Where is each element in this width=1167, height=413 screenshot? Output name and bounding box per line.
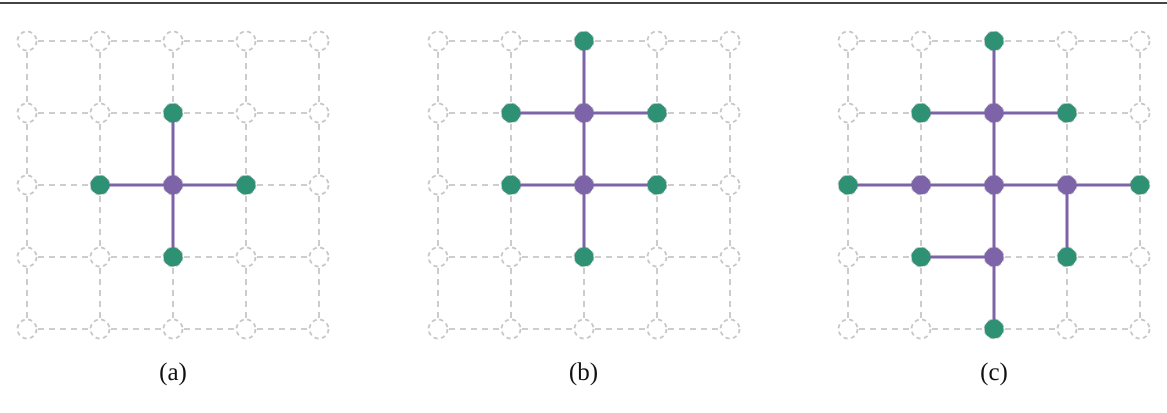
- panel-a-label: (a): [159, 359, 187, 386]
- lattice-point: [500, 318, 521, 340]
- lattice-diagram-b: [427, 30, 740, 340]
- panel-c-label: (c): [980, 359, 1008, 386]
- panel-c: (c): [829, 30, 1159, 388]
- panel-a: (a): [8, 30, 338, 388]
- leaf-node: [1057, 103, 1077, 123]
- lattice-point: [646, 318, 667, 340]
- leaf-node: [647, 175, 666, 195]
- panel-b: (b): [419, 30, 749, 388]
- lattice-point: [910, 30, 932, 52]
- internal-node: [911, 175, 931, 195]
- lattice-point: [427, 246, 448, 268]
- lattice-point: [1056, 318, 1078, 340]
- lattice-point: [162, 30, 184, 52]
- leaf-node: [163, 103, 183, 123]
- leaf-node: [984, 31, 1004, 51]
- lattice-point: [308, 102, 330, 124]
- lattice-point: [573, 318, 594, 340]
- lattice-point: [16, 246, 38, 268]
- internal-node: [574, 175, 593, 195]
- lattice-point: [837, 102, 859, 124]
- lattice-point: [427, 174, 448, 196]
- lattice-point: [16, 174, 38, 196]
- panel-b-label: (b): [568, 359, 599, 386]
- lattice-point: [16, 102, 38, 124]
- lattice-point: [89, 246, 111, 268]
- leaf-node: [236, 175, 256, 195]
- leaf-node: [911, 247, 931, 267]
- internal-node: [984, 247, 1004, 267]
- lattice-point: [719, 318, 740, 340]
- lattice-point: [1129, 318, 1151, 340]
- lattice-point: [162, 318, 184, 340]
- internal-node: [574, 103, 593, 123]
- lattice-diagram-c: [837, 30, 1151, 340]
- lattice-point: [235, 30, 257, 52]
- lattice-point: [427, 102, 448, 124]
- leaf-node: [911, 103, 931, 123]
- lattice-point: [719, 174, 740, 196]
- internal-node: [984, 175, 1004, 195]
- lattice-point: [16, 318, 38, 340]
- leaf-node: [574, 31, 593, 51]
- lattice-point: [837, 30, 859, 52]
- lattice-point: [837, 318, 859, 340]
- lattice-point: [719, 246, 740, 268]
- leaf-node: [90, 175, 110, 195]
- lattice-point: [427, 30, 448, 52]
- leaf-node: [501, 175, 520, 195]
- lattice-diagram-a: [16, 30, 330, 340]
- lattice-point: [308, 246, 330, 268]
- lattice-point: [500, 30, 521, 52]
- lattice-point: [308, 318, 330, 340]
- leaf-node: [501, 103, 520, 123]
- lattice-point: [235, 246, 257, 268]
- lattice-point: [1056, 30, 1078, 52]
- internal-node: [163, 175, 183, 195]
- lattice-point: [1129, 246, 1151, 268]
- lattice-point: [235, 102, 257, 124]
- lattice-point: [308, 174, 330, 196]
- lattice-point: [719, 30, 740, 52]
- lattice-point: [427, 318, 448, 340]
- lattice-point: [910, 318, 932, 340]
- leaf-node: [1057, 247, 1077, 267]
- leaf-node: [163, 247, 183, 267]
- lattice-point: [500, 246, 521, 268]
- leaf-node: [838, 175, 858, 195]
- leaf-node: [984, 319, 1004, 339]
- lattice-point: [308, 30, 330, 52]
- internal-node: [1057, 175, 1077, 195]
- lattice-point: [235, 318, 257, 340]
- panels-row: (a) (b) (c): [0, 30, 1167, 388]
- lattice-point: [837, 246, 859, 268]
- lattice-point: [1129, 30, 1151, 52]
- lattice-point: [89, 102, 111, 124]
- lattice-point: [646, 246, 667, 268]
- leaf-node: [574, 247, 593, 267]
- internal-node: [984, 103, 1004, 123]
- lattice-point: [16, 30, 38, 52]
- leaf-node: [647, 103, 666, 123]
- top-rule-divider: [0, 2, 1167, 4]
- lattice-point: [89, 30, 111, 52]
- lattice-point: [1129, 102, 1151, 124]
- leaf-node: [1130, 175, 1150, 195]
- lattice-point: [89, 318, 111, 340]
- lattice-point: [719, 102, 740, 124]
- lattice-point: [646, 30, 667, 52]
